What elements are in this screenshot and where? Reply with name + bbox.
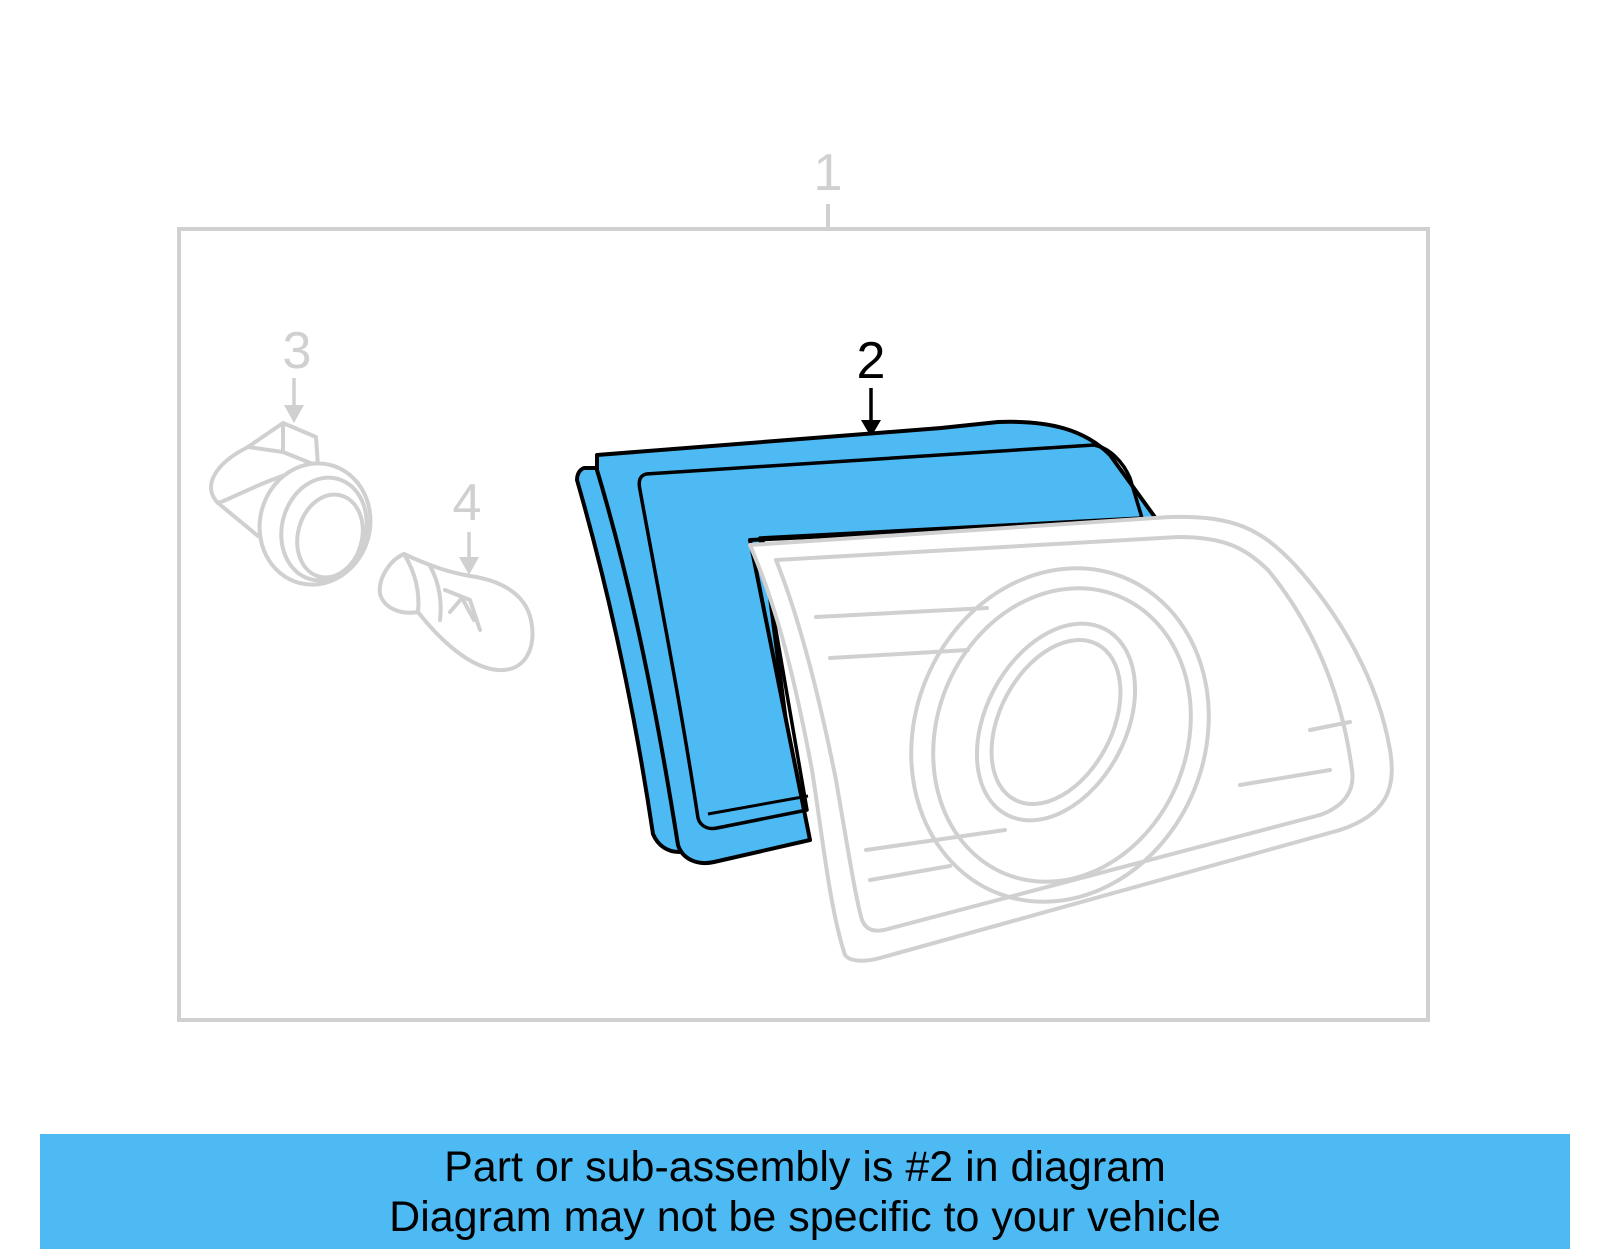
part-4-bulb: [377, 552, 535, 673]
part-2-highlighted-lens: [575, 419, 1159, 865]
info-banner: Part or sub-assembly is #2 in diagram Di…: [40, 1134, 1570, 1249]
callout-4-arrow-head: [459, 557, 479, 575]
callout-2-label: 2: [857, 332, 886, 390]
part-1-lamp-housing: [748, 514, 1394, 963]
callout-4-label: 4: [453, 474, 482, 532]
banner-line-2: Diagram may not be specific to your vehi…: [389, 1193, 1221, 1241]
callout-3-arrow-head: [284, 405, 304, 423]
callout-3-label: 3: [283, 322, 312, 380]
part-3-socket: [209, 421, 373, 587]
banner-line-1: Part or sub-assembly is #2 in diagram: [444, 1143, 1166, 1191]
assembly-frame: [177, 227, 1430, 1022]
callout-1-label: 1: [814, 144, 843, 202]
callout-2-arrow-head: [861, 420, 881, 437]
